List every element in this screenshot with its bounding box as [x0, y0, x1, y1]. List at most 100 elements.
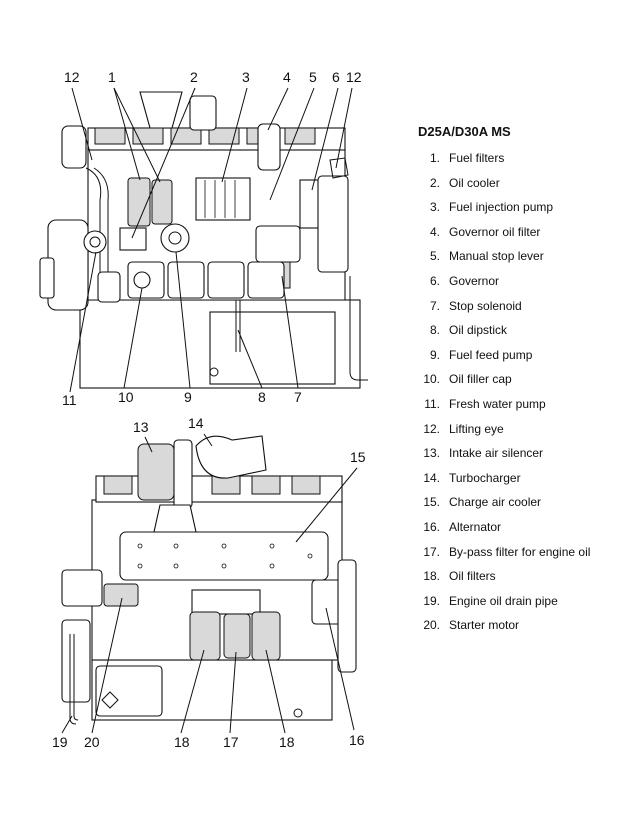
callout-15: 15 [350, 449, 366, 465]
legend-item-label: Alternator [449, 519, 502, 534]
legend-item: 16. Alternator [412, 520, 634, 545]
legend-item-label: Oil filters [449, 569, 496, 584]
legend-item-label: Manual stop lever [449, 249, 544, 264]
legend-item-number: 16. [423, 519, 440, 534]
expansion-tank [61, 125, 87, 169]
legend-item-label: Oil filler cap [449, 372, 512, 387]
legend-item-label: Starter motor [449, 618, 520, 633]
injection-pump [195, 177, 251, 221]
legend-item-number: 11. [424, 396, 440, 411]
legend-item-label: By-pass filter for engine oil [449, 544, 591, 559]
legend-item-number: 3. [429, 200, 440, 215]
callout-6: 6 [332, 69, 340, 85]
callout-8: 8 [258, 389, 266, 405]
oil-drain-pipe [69, 634, 77, 725]
legend-item-number: 15. [423, 495, 440, 510]
legend-item: 2.Oil cooler [412, 176, 634, 201]
legend-item: 13.Intake air silencer [412, 446, 634, 471]
callout-18b: 18 [279, 734, 295, 750]
intake-cone [139, 91, 183, 129]
legend-item-label: Turbocharger [449, 470, 521, 485]
callout-17: 17 [223, 734, 239, 750]
top-leader-lines [69, 87, 353, 393]
engine-top-view [39, 91, 368, 389]
legend-item-number: 5. [429, 249, 440, 264]
legend-item: 12. Lifting eye [412, 422, 634, 447]
legend-title: D25A/D30A MS [418, 124, 511, 139]
legend-item: 6. Governor [412, 274, 634, 299]
callout-9: 9 [184, 389, 192, 405]
legend-item-label: Charge air cooler [449, 495, 542, 510]
legend-item-number: 14. [423, 470, 440, 485]
legend-item-label: Stop solenoid [449, 298, 522, 313]
callout-7: 7 [294, 389, 302, 405]
legend-item: 17. By-pass filter for engine oil [412, 545, 634, 570]
callout-12: 12 [64, 69, 80, 85]
legend-item: 10. Oil filler cap [412, 372, 634, 397]
legend-item-number: 17. [423, 544, 440, 559]
callout-5: 5 [309, 69, 317, 85]
governor-oil-filter [257, 123, 281, 171]
legend-item-number: 10. [423, 372, 440, 387]
legend-item-number: 9. [429, 347, 440, 362]
callout-10: 10 [118, 389, 134, 405]
legend-item-label: Fuel feed pump [449, 347, 533, 362]
legend-item: 3. Fuel injection pump [412, 200, 634, 225]
engine-bottom-view [61, 435, 357, 725]
legend-item: 11. Fresh water pump [412, 397, 634, 422]
legend-item: 19. Engine oil drain pipe [412, 594, 634, 619]
legend-item: 18. Oil filters [412, 569, 634, 594]
flywheel-housing [317, 175, 349, 273]
legend-item-number: 20. [423, 618, 440, 633]
legend-item: 1. Fuel filters [412, 151, 634, 176]
legend-item-label: Oil dipstick [449, 323, 508, 338]
fuel-feed-pump [160, 223, 190, 253]
legend-item-number: 4. [429, 224, 440, 239]
legend-item-label: Governor oil filter [449, 224, 541, 239]
callout-18: 18 [174, 734, 190, 750]
legend-item-label: Engine oil drain pipe [449, 593, 558, 608]
oil-filter-left [189, 611, 221, 661]
legend-item: 9. Fuel feed pump [412, 348, 634, 373]
legend-item: 5. Manual stop lever [412, 249, 634, 274]
intake-air-silencer [137, 443, 175, 501]
legend-item: 14. Turbocharger [412, 471, 634, 496]
callout-3: 3 [242, 69, 250, 85]
legend-item-number: 6. [429, 273, 440, 288]
legend-item-label: Fuel injection pump [449, 200, 554, 215]
callout-12b: 12 [346, 69, 362, 85]
fuel-filter-b [151, 179, 173, 225]
legend-item-number: 19. [423, 593, 440, 608]
legend-item-label: Fresh water pump [449, 396, 546, 411]
oil-filler-cap [133, 271, 151, 289]
callout-4: 4 [283, 69, 291, 85]
legend-item: 7. Stop solenoid [412, 299, 634, 324]
legend-item-label: Lifting eye [449, 421, 504, 436]
starter-motor [61, 569, 103, 607]
top-callout-labels: 12 1 2 3 4 5 6 12 11 10 9 8 7 [62, 69, 362, 408]
legend-item-number: 8. [429, 323, 440, 338]
legend-item-number: 7. [429, 298, 440, 313]
callout-2: 2 [190, 69, 198, 85]
legend-item: 4. Governor oil filter [412, 225, 634, 250]
legend-item-number: 12. [423, 421, 440, 436]
legend-item-label: Fuel filters [449, 151, 505, 165]
legend-item-number: 18. [423, 569, 440, 584]
callout-20: 20 [84, 734, 100, 750]
bypass-filter [223, 613, 251, 659]
filter-bracket [191, 589, 261, 615]
callout-13: 13 [133, 419, 149, 435]
legend-item-number: 2. [429, 175, 440, 190]
block-panel [209, 311, 336, 385]
callout-19: 19 [52, 734, 68, 750]
legend-item-label: Governor [449, 273, 500, 288]
stop-solenoid-housing [255, 225, 301, 263]
callout-14: 14 [188, 415, 204, 431]
bottom-leader-lines [61, 433, 358, 734]
legend-item-number: 1. [429, 151, 440, 165]
legend-item: 8. Oil dipstick [412, 323, 634, 348]
oil-filter-right [251, 611, 281, 661]
